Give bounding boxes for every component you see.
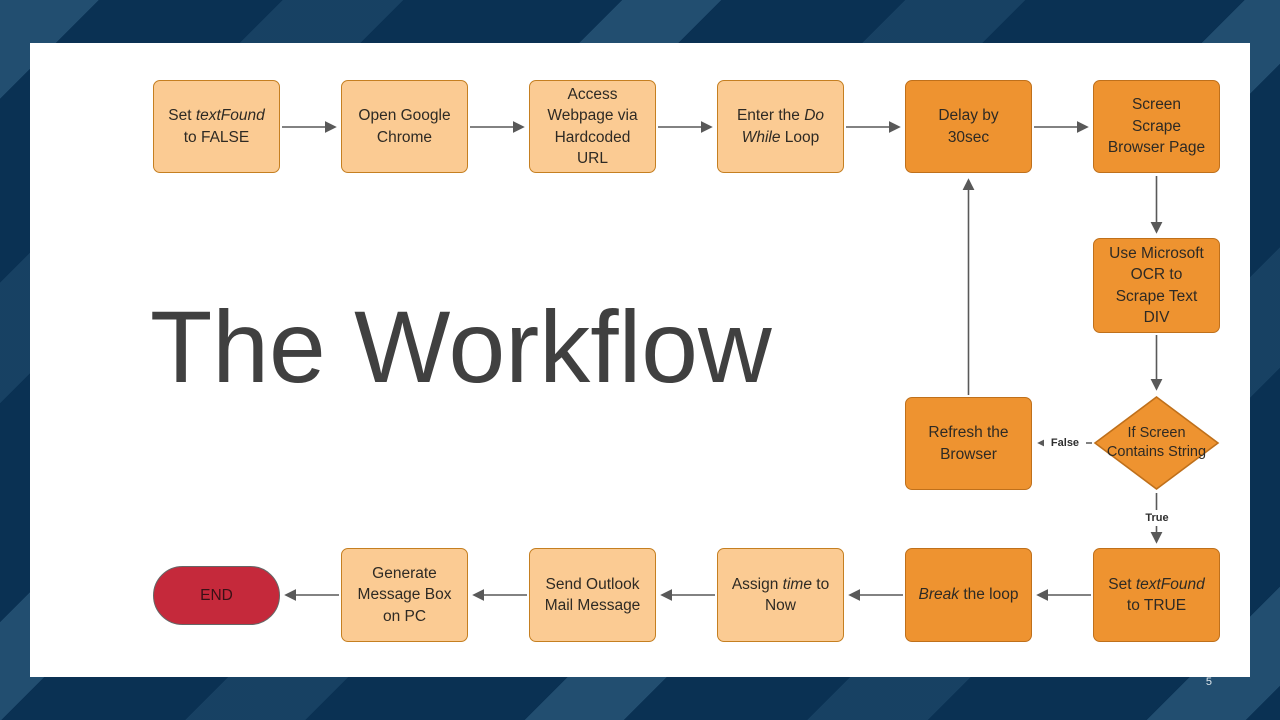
flow-node-set-textfound-false: Set textFound to FALSE <box>153 80 280 173</box>
flow-node-microsoft-ocr-scrape: Use Microsoft OCR to Scrape Text DIV <box>1093 238 1220 333</box>
flow-node-generate-message-box: Generate Message Box on PC <box>341 548 468 642</box>
flow-node-label: Refresh the Browser <box>928 424 1009 463</box>
flow-node-set-textfound-true: Set textFound to TRUE <box>1093 548 1220 642</box>
flow-node-label: Delay by 30sec <box>938 107 999 146</box>
flow-node-label: Send Outlook Mail Message <box>544 575 641 614</box>
flow-node-assign-time-to-now: Assign time to Now <box>717 548 844 642</box>
slide-canvas: The Workflow Set textFound to FALSE Open… <box>30 43 1250 677</box>
flow-node-label: Enter the Do While Loop <box>736 107 825 146</box>
flow-node-send-outlook-mail: Send Outlook Mail Message <box>529 548 656 642</box>
page-title: The Workflow <box>150 290 772 404</box>
flow-node-label: Break the loop <box>918 586 1019 604</box>
flow-node-label: If Screen Contains String <box>1106 424 1207 460</box>
flow-node-end: END <box>153 566 280 625</box>
slide-page-number: 5 <box>1205 676 1212 688</box>
flow-node-delay-30sec: Delay by 30sec <box>905 80 1032 173</box>
edge-label-false: False <box>1044 435 1086 451</box>
flow-node-label: Set textFound to TRUE <box>1108 575 1205 614</box>
edge-label-true: True <box>1136 510 1178 526</box>
flow-node-label: END <box>200 586 233 604</box>
flow-node-screen-scrape-browser: Screen Scrape Browser Page <box>1093 80 1220 173</box>
flow-node-label: Open Google Chrome <box>358 107 451 146</box>
flow-node-label: Use Microsoft OCR to Scrape Text DIV <box>1109 244 1204 326</box>
flow-node-if-screen-contains-string: If Screen Contains String <box>1093 395 1220 491</box>
flow-node-enter-do-while-loop: Enter the Do While Loop <box>717 80 844 173</box>
flow-node-break-the-loop: Break the loop <box>905 548 1032 642</box>
flow-node-refresh-browser: Refresh the Browser <box>905 397 1032 490</box>
flow-node-label: Generate Message Box on PC <box>357 564 452 625</box>
flow-node-label: Set textFound to FALSE <box>168 107 265 146</box>
flow-node-label: Screen Scrape Browser Page <box>1107 96 1206 157</box>
flow-node-label: Access Webpage via Hardcoded URL <box>547 85 638 167</box>
flow-node-label: Assign time to Now <box>731 575 830 614</box>
decision-diamond-shape <box>1093 396 1220 490</box>
flow-node-access-webpage-url: Access Webpage via Hardcoded URL <box>529 80 656 173</box>
flow-node-open-google-chrome: Open Google Chrome <box>341 80 468 173</box>
